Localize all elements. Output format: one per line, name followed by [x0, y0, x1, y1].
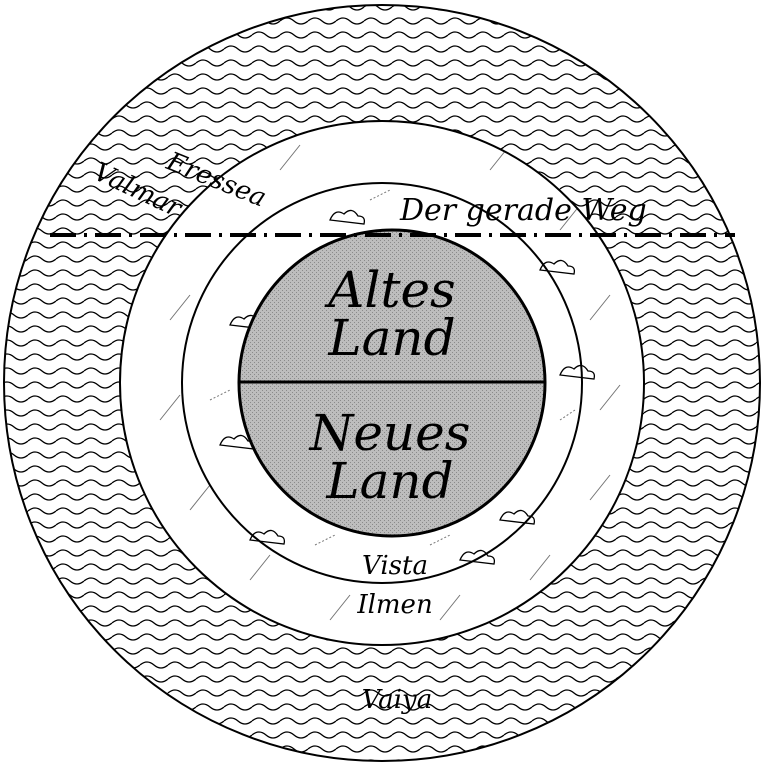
vista-label: Vista	[362, 551, 428, 581]
ilmen-label: Ilmen	[356, 590, 432, 620]
straight-road-label: Der gerade Weg	[399, 193, 647, 228]
land-upper-line2: Land	[327, 309, 455, 367]
vaiya-label: Vaiya	[362, 685, 432, 715]
land-lower-line2: Land	[325, 452, 453, 510]
